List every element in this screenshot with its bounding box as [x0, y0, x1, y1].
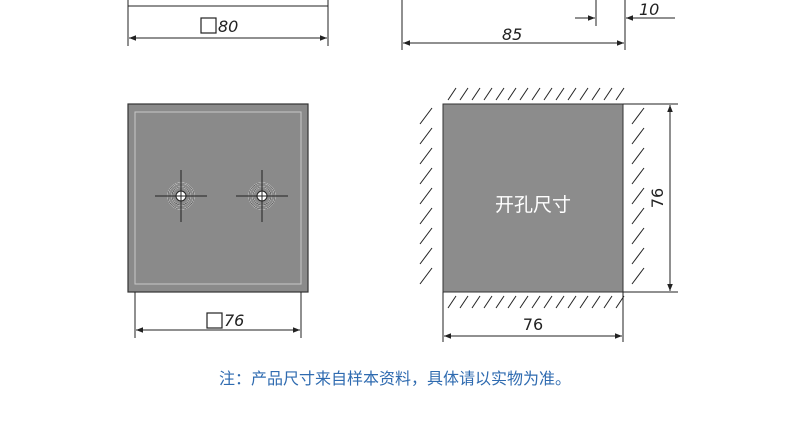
square-symbol-icon [200, 17, 217, 34]
device-front-panel [127, 103, 309, 293]
dimension-85-label: 85 [502, 25, 522, 44]
terminal-right-icon [236, 170, 288, 222]
square-symbol-icon [206, 312, 223, 329]
dimension-76-label: 76 [224, 311, 244, 330]
cutout-width-label: 76 [523, 315, 543, 334]
cutout-area [442, 103, 624, 293]
top-right-profile: 85 10 [401, 0, 675, 50]
hatch-top [447, 87, 625, 101]
top-left-profile: 80 [127, 0, 329, 46]
panel-cutout-view: 开孔尺寸 76 76 [419, 87, 678, 342]
dimension-10-label: 10 [639, 0, 659, 19]
terminal-left-icon [155, 170, 207, 222]
device-bezel-inner [134, 111, 302, 285]
cutout-height-label: 76 [648, 188, 667, 208]
hatch-left [419, 107, 433, 285]
cutout-label: 开孔尺寸 [495, 194, 571, 216]
hatch-bottom [447, 295, 625, 309]
dimension-80-label: 80 [218, 17, 238, 36]
hatch-right [631, 107, 645, 285]
disclaimer-note: 注：产品尺寸来自样本资料，具体请以实物为准。 [218, 369, 571, 388]
device-front-view: 76 [127, 103, 309, 338]
